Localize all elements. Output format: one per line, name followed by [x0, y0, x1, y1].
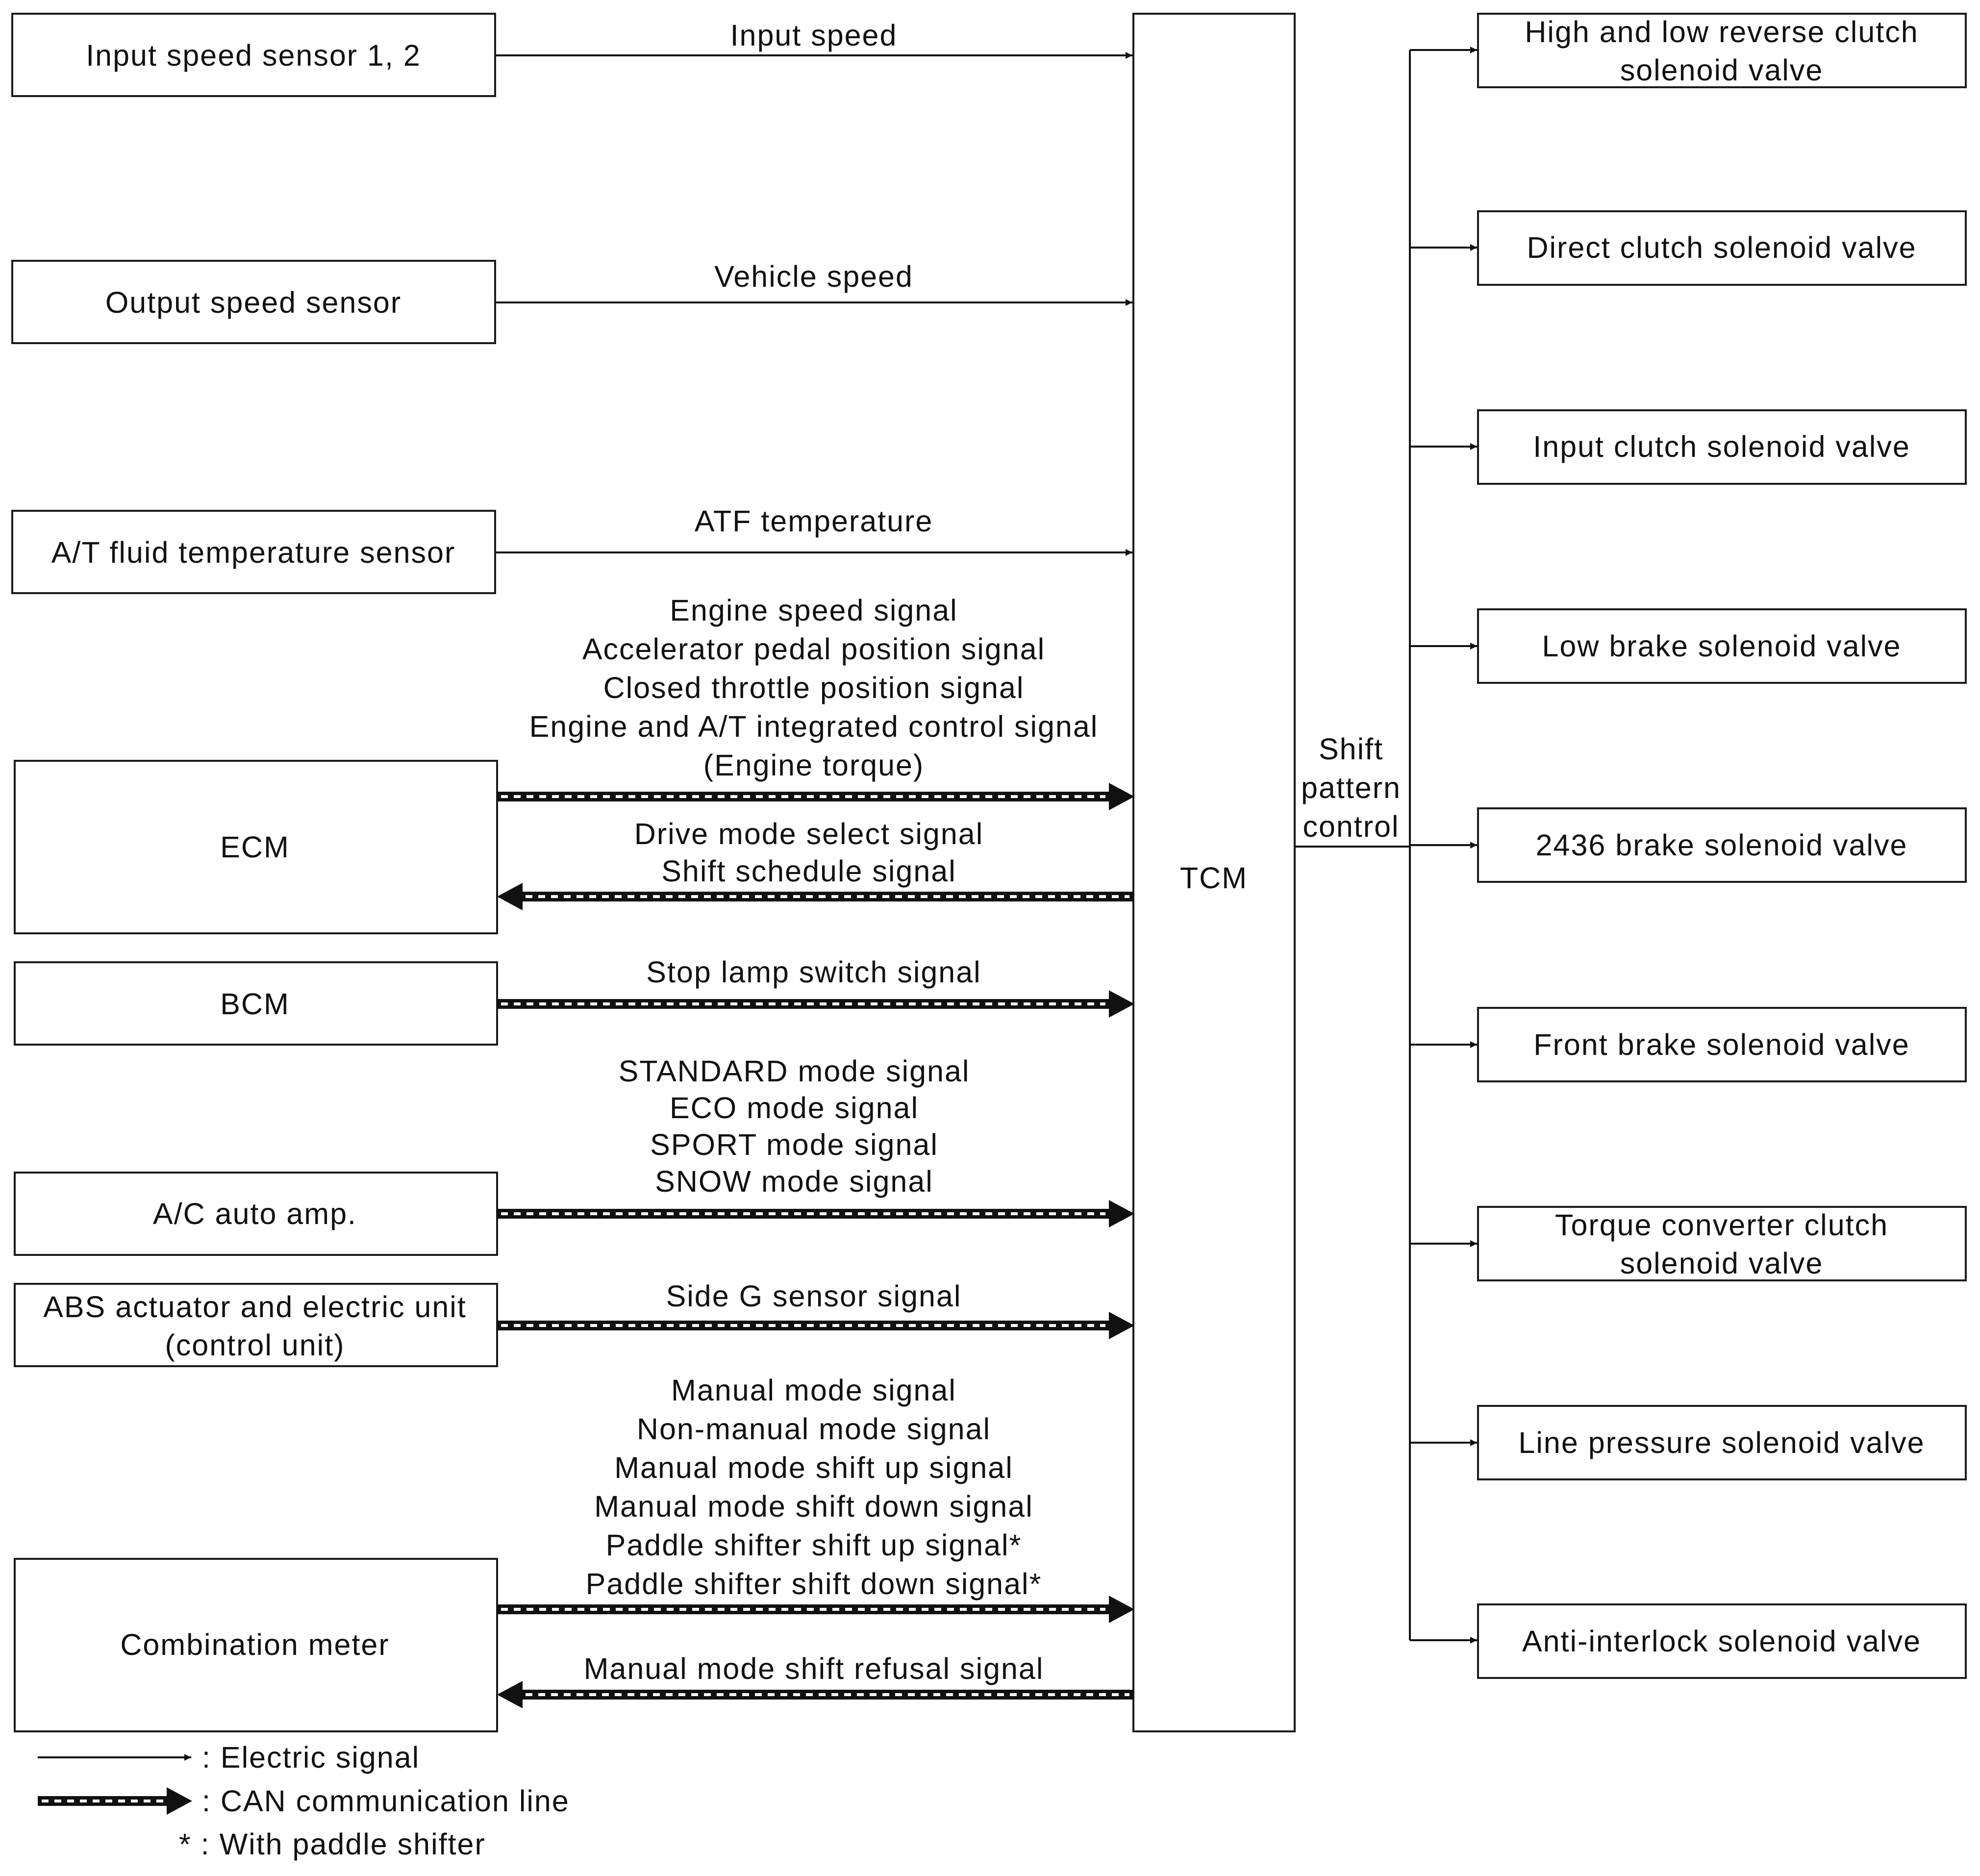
- valve-1-label-1: High and low reverse clutch: [1525, 15, 1918, 49]
- ac-auto-amp-label: A/C auto amp.: [153, 1197, 357, 1230]
- can-tcm-to-meter-arrow: [497, 1681, 1133, 1708]
- shift-pattern-label-3: control: [1303, 810, 1399, 843]
- meter-signal-line-2: Non-manual mode signal: [637, 1412, 991, 1446]
- atf-temp-sensor-label: A/T fluid temperature sensor: [51, 536, 456, 569]
- valve-5-label: 2436 brake solenoid valve: [1536, 828, 1908, 862]
- ecm-box: ECM: [14, 760, 498, 934]
- bcm-box: BCM: [14, 961, 498, 1046]
- abs-unit-label-1: ABS actuator and electric unit: [43, 1290, 467, 1324]
- can-abs-to-tcm-arrow: [497, 1312, 1134, 1339]
- meter-signal-line-1: Manual mode signal: [671, 1374, 956, 1407]
- meter-signal-line-3: Manual mode shift up signal: [614, 1451, 1013, 1484]
- valve-1-label-2: solenoid valve: [1620, 53, 1824, 87]
- ecm-signal-line-5: (Engine torque): [703, 749, 924, 782]
- ecm-label: ECM: [220, 830, 290, 864]
- can-ac-to-tcm-arrow: [497, 1200, 1134, 1227]
- 2436-brake-valve-box: 2436 brake solenoid valve: [1477, 807, 1967, 883]
- meter-signal-line-6: Paddle shifter shift down signal*: [586, 1567, 1042, 1601]
- atf-temperature-signal-label: ATF temperature: [695, 504, 933, 538]
- legend-can-label: : CAN communication line: [202, 1784, 570, 1818]
- valve-2-label: Direct clutch solenoid valve: [1527, 231, 1916, 264]
- can-meter-to-tcm-arrow: [497, 1596, 1134, 1623]
- low-brake-valve-box: Low brake solenoid valve: [1477, 608, 1967, 684]
- legend-can-arrow: [38, 1787, 192, 1815]
- valve-3-label: Input clutch solenoid valve: [1533, 430, 1910, 463]
- shift-pattern-label-2: pattern: [1301, 771, 1401, 804]
- valve-4-label: Low brake solenoid valve: [1542, 629, 1902, 663]
- valve-6-label: Front brake solenoid valve: [1533, 1028, 1909, 1061]
- shift-pattern-label-1: Shift: [1319, 732, 1383, 766]
- abs-signal-label: Side G sensor signal: [666, 1279, 962, 1313]
- input-clutch-valve-box: Input clutch solenoid valve: [1477, 409, 1967, 485]
- valve-7-label-2: solenoid valve: [1620, 1247, 1824, 1280]
- input-speed-signal-label: Input speed: [730, 19, 898, 52]
- meter-signal-line-5: Paddle shifter shift up signal*: [606, 1528, 1022, 1562]
- direct-clutch-valve-box: Direct clutch solenoid valve: [1477, 210, 1967, 286]
- input-speed-sensor-label: Input speed sensor 1, 2: [86, 39, 421, 72]
- tcm-to-meter-signal-label: Manual mode shift refusal signal: [584, 1652, 1044, 1685]
- tcm-box: TCM: [1132, 13, 1296, 1732]
- vehicle-speed-signal-label: Vehicle speed: [714, 260, 913, 293]
- ac-signal-line-2: ECO mode signal: [670, 1091, 919, 1125]
- ecm-signal-line-4: Engine and A/T integrated control signal: [529, 710, 1099, 743]
- ecm-signal-line-1: Engine speed signal: [670, 594, 957, 627]
- ac-signal-line-1: STANDARD mode signal: [619, 1054, 970, 1088]
- valve-8-label: Line pressure solenoid valve: [1518, 1426, 1925, 1459]
- legend-note-label: * : With paddle shifter: [179, 1827, 486, 1861]
- tcm-to-ecm-line-2: Shift schedule signal: [661, 854, 956, 888]
- torque-converter-clutch-valve-box: Torque converter clutch solenoid valve: [1477, 1206, 1967, 1281]
- ecm-signal-line-2: Accelerator pedal position signal: [582, 632, 1045, 666]
- bcm-label: BCM: [220, 987, 290, 1021]
- valve-9-label: Anti-interlock solenoid valve: [1522, 1625, 1921, 1658]
- meter-signal-line-4: Manual mode shift down signal: [594, 1490, 1033, 1523]
- combination-meter-box: Combination meter: [14, 1558, 498, 1732]
- bcm-signal-label: Stop lamp switch signal: [646, 955, 981, 989]
- output-speed-sensor-label: Output speed sensor: [105, 286, 401, 319]
- valve-7-label-1: Torque converter clutch: [1555, 1208, 1888, 1242]
- ecm-signal-line-3: Closed throttle position signal: [603, 671, 1025, 704]
- legend-electric-label: : Electric signal: [202, 1741, 420, 1774]
- abs-unit-box: ABS actuator and electric unit (control …: [14, 1283, 498, 1367]
- can-ecm-to-tcm-arrow: [497, 783, 1134, 810]
- legend: : Electric signal : CAN communication li…: [38, 1741, 570, 1861]
- high-low-reverse-clutch-valve-box: High and low reverse clutch solenoid val…: [1477, 13, 1967, 88]
- ac-auto-amp-box: A/C auto amp.: [14, 1172, 498, 1256]
- tcm-label: TCM: [1180, 861, 1248, 895]
- atf-temp-sensor-box: A/T fluid temperature sensor: [11, 510, 496, 594]
- front-brake-valve-box: Front brake solenoid valve: [1477, 1007, 1967, 1082]
- ac-signal-line-3: SPORT mode signal: [650, 1128, 938, 1161]
- ac-signal-line-4: SNOW mode signal: [655, 1165, 933, 1198]
- combination-meter-label: Combination meter: [120, 1628, 389, 1661]
- anti-interlock-valve-box: Anti-interlock solenoid valve: [1477, 1603, 1967, 1679]
- input-speed-sensor-box: Input speed sensor 1, 2: [11, 13, 496, 97]
- can-bcm-to-tcm-arrow: [497, 990, 1134, 1018]
- abs-unit-label-2: (control unit): [165, 1328, 345, 1362]
- line-pressure-valve-box: Line pressure solenoid valve: [1477, 1405, 1967, 1480]
- tcm-to-ecm-line-1: Drive mode select signal: [634, 817, 984, 850]
- can-tcm-to-ecm-arrow: [497, 883, 1133, 910]
- output-speed-sensor-box: Output speed sensor: [11, 260, 496, 344]
